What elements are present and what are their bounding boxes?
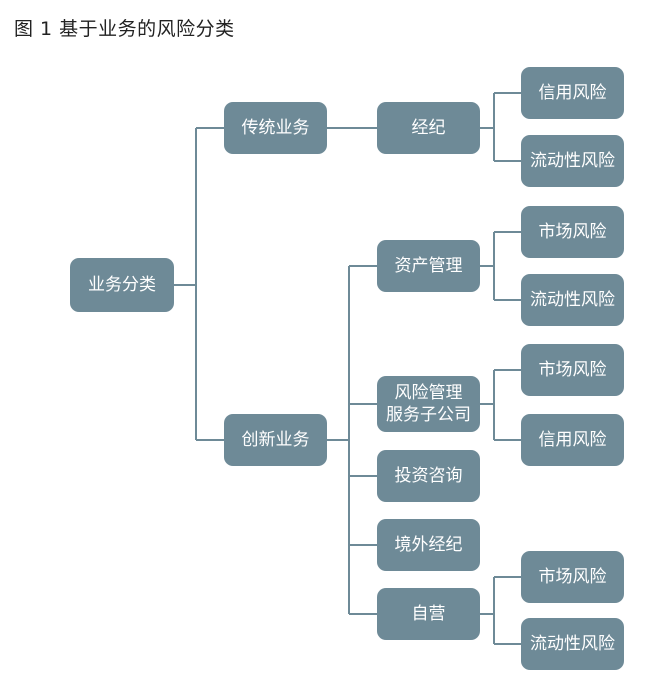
- node-risk: 市场风险: [521, 344, 624, 396]
- node-risk: 流动性风险: [521, 618, 624, 670]
- node-risk-label: 市场风险: [538, 567, 607, 587]
- node-business-label: 投资咨询: [394, 466, 463, 486]
- node-business-label: 自营: [411, 604, 446, 624]
- node-risk: 信用风险: [521, 414, 624, 466]
- figure-title: 图 1 基于业务的风险分类: [14, 18, 235, 40]
- node-business-label-line2: 服务子公司: [386, 405, 471, 425]
- node-risk-label: 市场风险: [538, 222, 607, 242]
- node-root: 业务分类: [70, 258, 174, 312]
- node-business-label: 境外经纪: [394, 535, 463, 555]
- node-business-label: 经纪: [411, 118, 446, 138]
- node-risk: 市场风险: [521, 551, 624, 603]
- node-risk-label: 流动性风险: [530, 151, 615, 171]
- node-category-innovative-label: 创新业务: [241, 430, 310, 450]
- node-category-traditional-label: 传统业务: [241, 118, 310, 138]
- node-category-traditional: 传统业务: [224, 102, 327, 154]
- node-risk: 信用风险: [521, 67, 624, 119]
- node-risk-label: 流动性风险: [530, 290, 615, 310]
- node-business-investment-consulting: 投资咨询: [377, 450, 480, 502]
- node-risk: 流动性风险: [521, 135, 624, 187]
- node-business-label-line1: 风险管理: [394, 383, 463, 403]
- node-risk-label: 信用风险: [538, 83, 607, 103]
- node-business-label: 资产管理: [394, 256, 463, 276]
- node-risk-label: 市场风险: [538, 360, 607, 380]
- node-risk-label: 信用风险: [538, 430, 607, 450]
- node-business-overseas-brokerage: 境外经纪: [377, 519, 480, 571]
- node-risk: 流动性风险: [521, 274, 624, 326]
- node-category-innovative: 创新业务: [224, 414, 327, 466]
- node-business-asset-management: 资产管理: [377, 240, 480, 292]
- node-business-risk-management-subsidiary: 风险管理 服务子公司: [377, 376, 480, 432]
- node-risk-label: 流动性风险: [530, 634, 615, 654]
- node-business-brokerage: 经纪: [377, 102, 480, 154]
- node-risk: 市场风险: [521, 206, 624, 258]
- node-root-label: 业务分类: [88, 275, 156, 295]
- node-business-proprietary: 自营: [377, 588, 480, 640]
